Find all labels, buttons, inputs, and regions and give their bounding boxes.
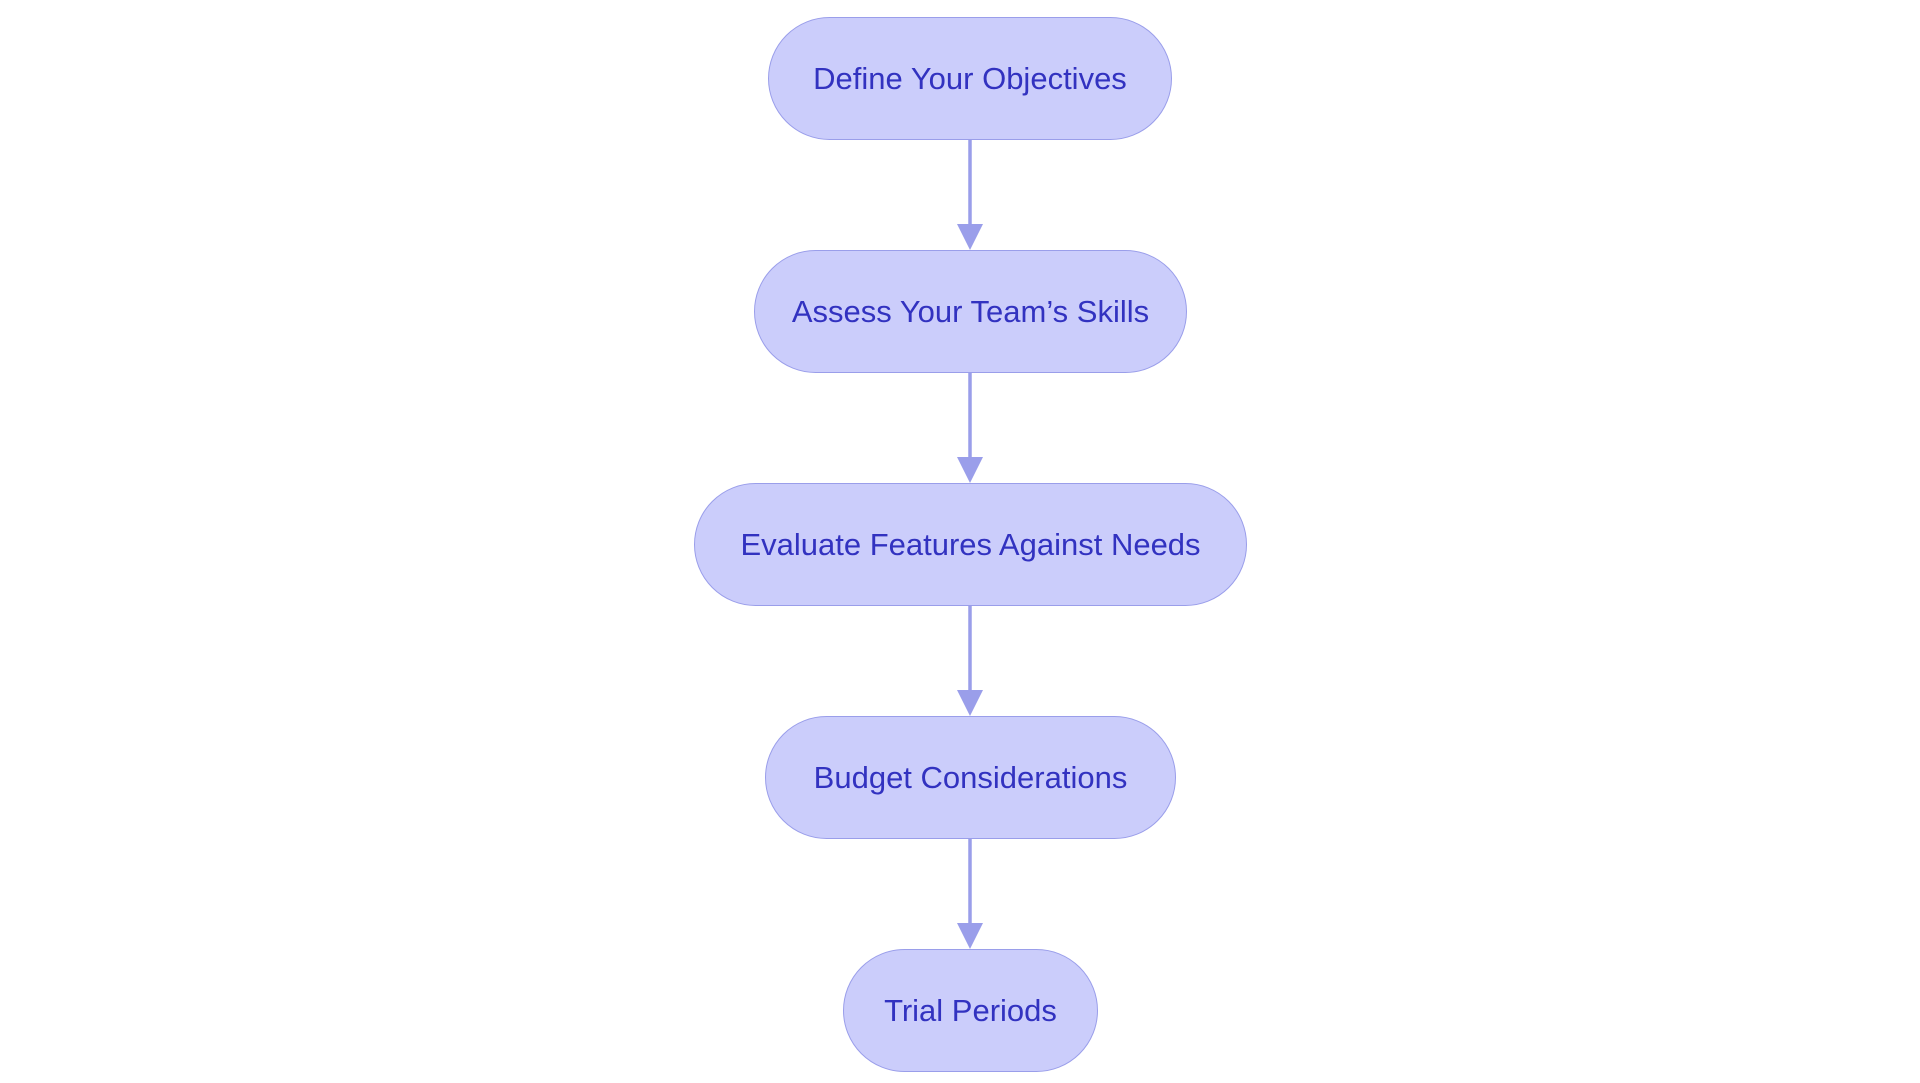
node-trial-periods: Trial Periods (843, 949, 1098, 1072)
edge-n1-n2 (957, 373, 983, 483)
node-budget-considerations: Budget Considerations (765, 716, 1176, 839)
arrowhead-icon (957, 923, 983, 949)
node-label: Trial Periods (884, 992, 1057, 1028)
node-define-your-objectives: Define Your Objectives (768, 17, 1172, 140)
arrowhead-icon (957, 457, 983, 483)
arrowhead-icon (957, 224, 983, 250)
arrowhead-icon (957, 690, 983, 716)
node-assess-your-teams-skills: Assess Your Team’s Skills (754, 250, 1187, 373)
node-label: Define Your Objectives (813, 60, 1127, 96)
edge-n2-n3 (957, 606, 983, 716)
edge-n3-n4 (957, 839, 983, 949)
edge-n0-n1 (957, 140, 983, 250)
node-label: Assess Your Team’s Skills (791, 293, 1150, 329)
node-label: Budget Considerations (813, 759, 1128, 795)
node-label: Evaluate Features Against Needs (740, 526, 1201, 562)
node-evaluate-features-against-needs: Evaluate Features Against Needs (694, 483, 1247, 606)
